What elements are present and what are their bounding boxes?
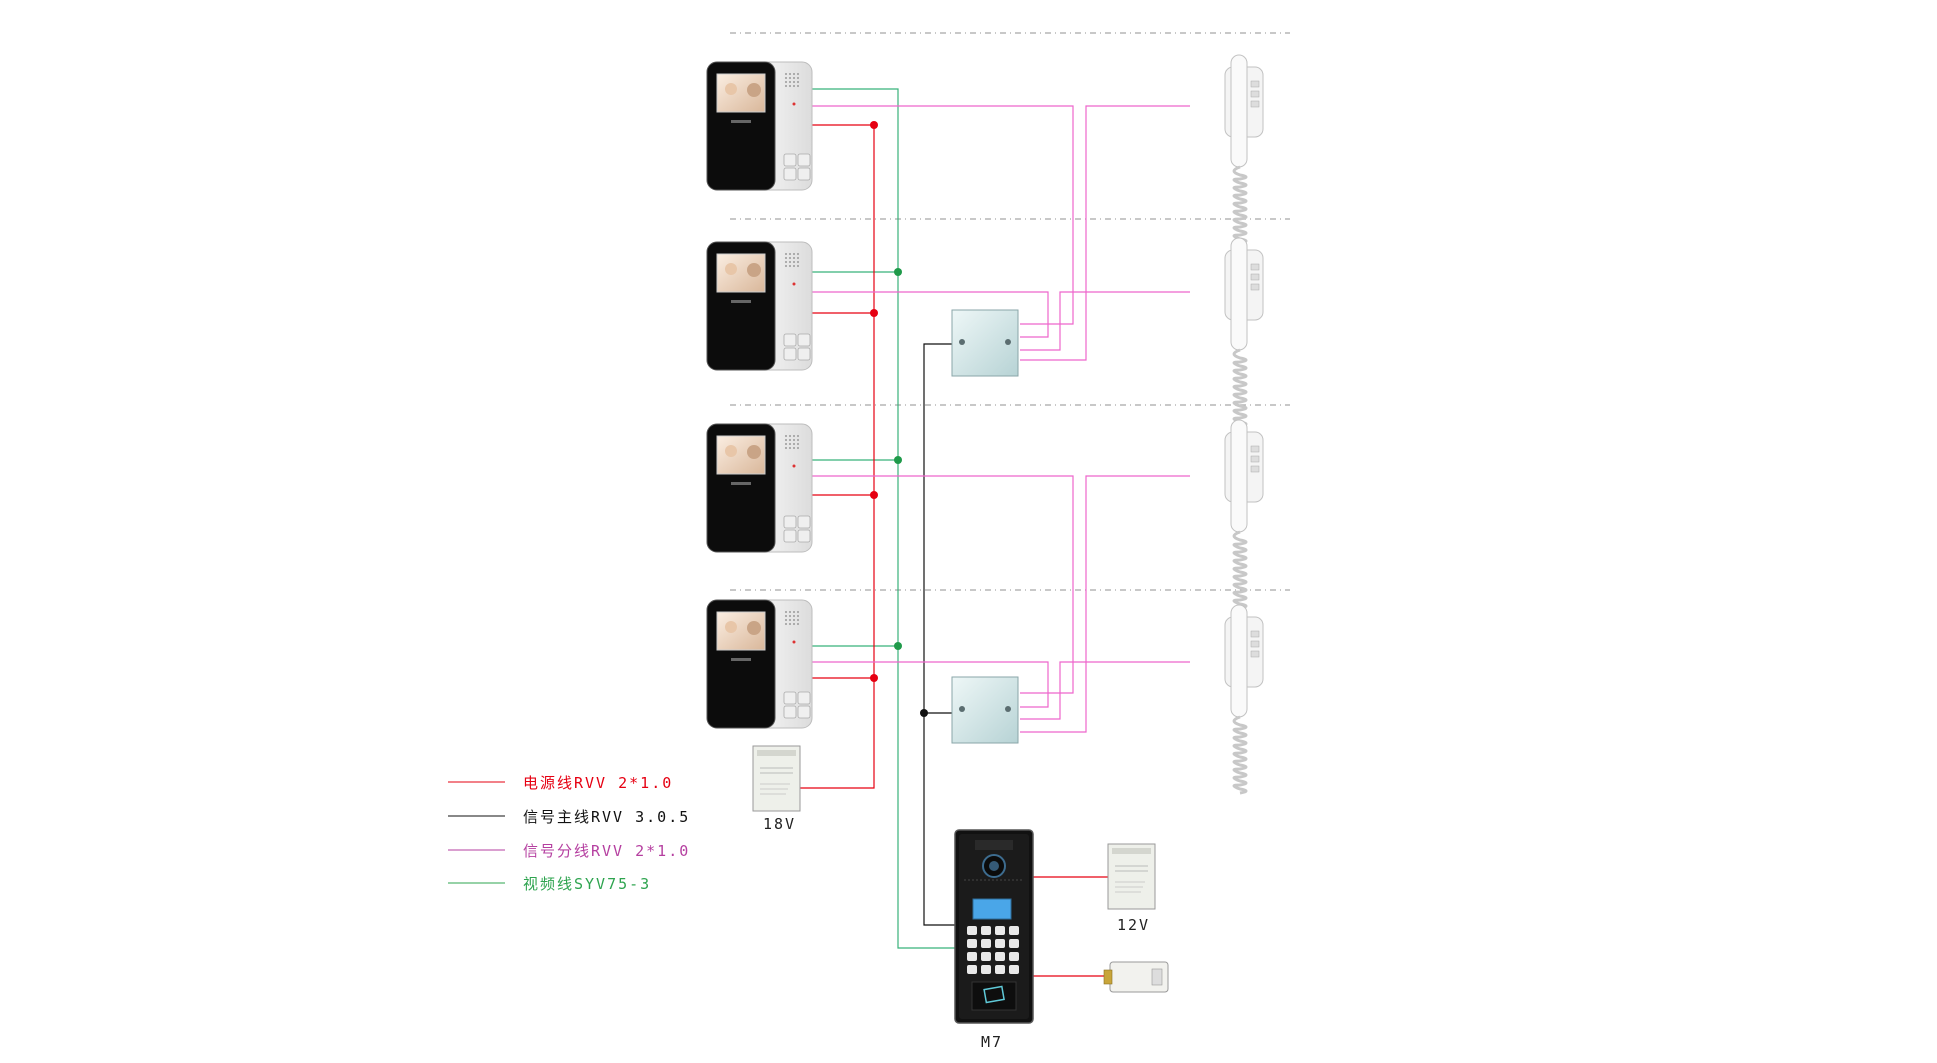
- power-wires: [800, 124, 1110, 977]
- keypad-key: [981, 926, 991, 935]
- video-intercom-monitor-icon: [706, 423, 813, 553]
- signal-branch: [1020, 291, 1190, 351]
- signal-branch: [812, 661, 1049, 708]
- legend: 电源线RVV 2*1.0 信号主线RVV 3.0.5 信号分线RVV 2*1.0 视频…: [448, 774, 690, 893]
- psu-indoor: [752, 745, 801, 812]
- keypad-key: [1009, 926, 1019, 935]
- keypad-key: [1009, 939, 1019, 948]
- audio-interphone-handset-icon: [1224, 419, 1264, 610]
- keypad-key: [995, 952, 1005, 961]
- power-junction: [870, 121, 878, 129]
- audio-interphone-handset-icon: [1224, 237, 1264, 428]
- keypad-key: [967, 965, 977, 974]
- psu-indoor-label: 18V: [763, 815, 796, 833]
- video-intercom-monitor-icon: [706, 241, 813, 371]
- distributor-box: [951, 309, 1019, 377]
- video-junction: [894, 642, 902, 650]
- keypad-key: [967, 952, 977, 961]
- power-junction: [870, 674, 878, 682]
- video-intercom-monitor-icon: [706, 61, 813, 191]
- audio-handsets: [1224, 54, 1264, 795]
- keypad-key: [981, 939, 991, 948]
- keypad-key: [1009, 952, 1019, 961]
- junction-dots: [870, 121, 928, 717]
- door-station-keypad: [967, 926, 1019, 974]
- video-intercom-monitor-icon: [706, 599, 813, 729]
- signal-branch: [1020, 661, 1190, 720]
- signal-branch-wires: [812, 105, 1190, 733]
- power-trunk: [800, 124, 875, 789]
- psu-door: [1107, 843, 1156, 910]
- door-station: [954, 829, 1034, 1024]
- signal-branch: [812, 105, 1074, 325]
- signal-main-wires: [923, 343, 963, 926]
- signal-branch: [812, 291, 1049, 338]
- keypad-key: [981, 965, 991, 974]
- video-junction: [894, 268, 902, 276]
- electric-lock-icon: [1103, 961, 1169, 993]
- door-station-label: M7: [981, 1033, 1003, 1051]
- psu-door-label: 12V: [1117, 916, 1150, 934]
- video-junction: [894, 456, 902, 464]
- signal-branch: [812, 475, 1074, 694]
- keypad-key: [1009, 965, 1019, 974]
- signal-junction: [920, 709, 928, 717]
- audio-interphone-handset-icon: [1224, 604, 1264, 795]
- power-junction: [870, 491, 878, 499]
- indoor-monitors: [706, 61, 813, 729]
- keypad-key: [995, 965, 1005, 974]
- audio-interphone-handset-icon: [1224, 54, 1264, 245]
- keypad-key: [967, 926, 977, 935]
- signal-branch: [1020, 475, 1190, 733]
- legend-label: 电源线RVV 2*1.0: [523, 774, 673, 792]
- keypad-key: [981, 952, 991, 961]
- keypad-key: [967, 939, 977, 948]
- keypad-key: [995, 939, 1005, 948]
- floor-dividers: [730, 32, 1290, 591]
- keypad-key: [995, 926, 1005, 935]
- video-trunk: [812, 88, 963, 949]
- legend-label: 信号主线RVV 3.0.5: [523, 808, 690, 826]
- signal-main-trunk: [923, 343, 963, 926]
- distributor-box: [951, 676, 1019, 744]
- legend-label: 信号分线RVV 2*1.0: [523, 842, 690, 860]
- power-junction: [870, 309, 878, 317]
- legend-label: 视频线SYV75-3: [523, 875, 651, 893]
- video-wires: [812, 88, 963, 949]
- signal-branch: [1020, 105, 1190, 361]
